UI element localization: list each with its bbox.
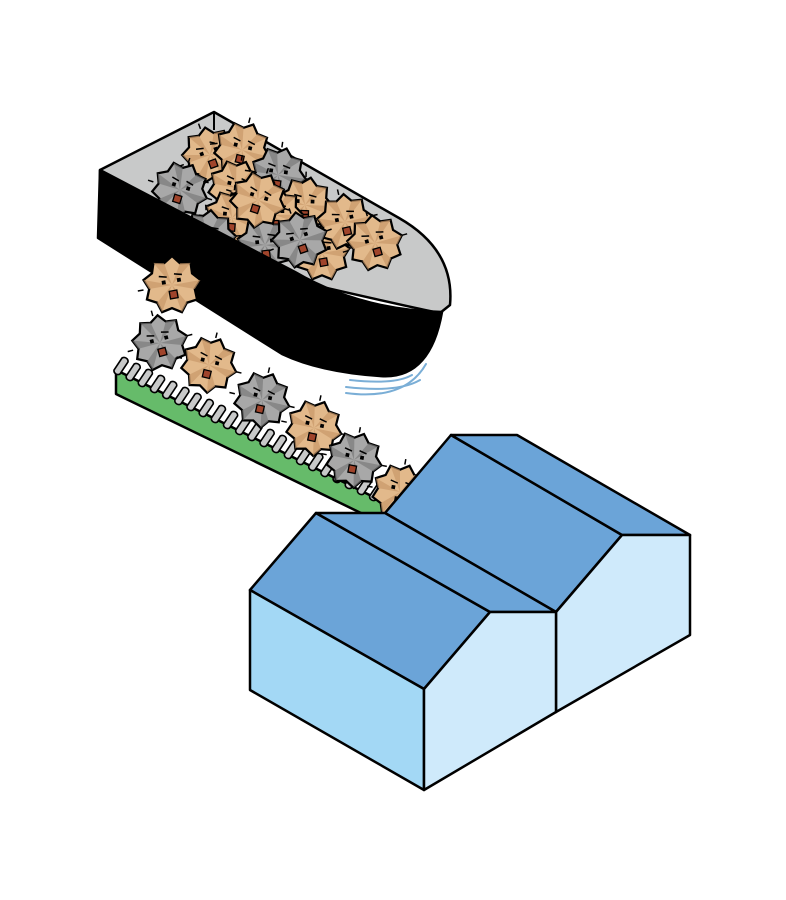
water-ripple [345,363,427,396]
boat-hull [96,168,444,378]
falling-creature [137,250,207,314]
conveyor-roller [149,374,166,394]
conveyor-roller [174,386,190,406]
spiky-creature-icon [268,208,332,269]
conveyor-roller [186,392,202,412]
boat-icon [96,110,452,396]
conveyor-roller [259,428,275,448]
spiky-creature-icon [321,427,387,490]
spiky-creature-icon [229,367,295,430]
conveyor-roller [113,356,129,376]
spiky-creature-icon [225,167,291,230]
conveyor-roller [137,368,154,388]
spiky-creature-icon [176,332,242,395]
front-wall-gable [422,610,558,792]
conveyor-roller [161,380,178,400]
spiky-creature-icon [137,250,207,314]
conveyor-roller [198,398,215,418]
spiky-creature-icon [281,395,347,458]
spiky-creature-icon [127,310,193,372]
conveyor-roller [210,404,227,424]
conveyor-roller [271,434,288,454]
conveyor-roller [307,452,324,472]
spiky-creature-icon [342,210,408,272]
warehouse-icon [248,433,692,792]
conveyor-roller [125,362,141,382]
conveyor-roller [222,410,239,430]
